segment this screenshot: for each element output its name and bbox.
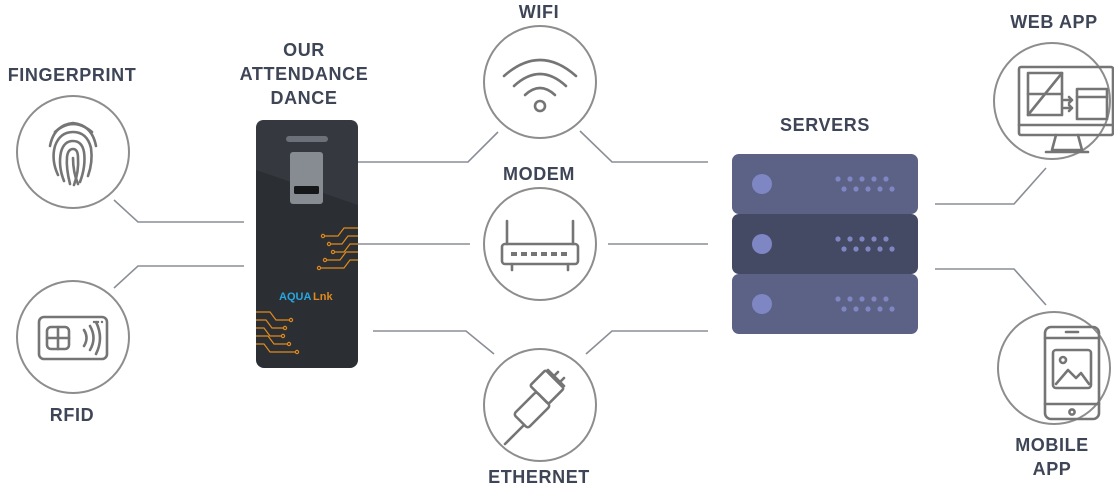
server-led-dot — [853, 246, 859, 252]
server-led-dot — [871, 176, 877, 182]
server-unit-middle — [732, 214, 918, 274]
server-led-dot — [883, 176, 889, 182]
rfid-card-icon — [37, 315, 109, 361]
mobile-phone-icon — [1043, 325, 1101, 421]
device-circuit-traces-right — [316, 227, 358, 271]
server-led-dot — [835, 296, 841, 302]
mobileapp-label-line2: APP — [1033, 459, 1072, 479]
fingerprint-node: FINGERPRINT — [8, 65, 137, 209]
server-led-dot — [853, 306, 859, 312]
device-circuit-traces-left — [256, 311, 300, 355]
ethernet-cable-icon — [503, 368, 566, 446]
servers-label: SERVERS — [780, 115, 870, 135]
fingerprint-label: FINGERPRINT — [8, 65, 137, 85]
server-led-dot — [883, 236, 889, 242]
server-led-dot — [889, 186, 895, 192]
router-icon — [500, 219, 580, 272]
server-led-dot — [841, 186, 847, 192]
server-led-dot — [871, 296, 877, 302]
webapp-label: WEB APP — [1010, 12, 1098, 32]
wifi-circle — [483, 25, 597, 139]
wifi-node: WIFI — [483, 2, 597, 139]
server-led-dot — [877, 306, 883, 312]
device-label-line1: OUR — [283, 40, 325, 60]
server-led-dot — [835, 236, 841, 242]
server-indicator-leds — [835, 176, 895, 312]
connector-device-wifi — [342, 131, 499, 163]
server-led-dot — [847, 236, 853, 242]
connector-servers-mobileapp — [935, 268, 1047, 306]
rfid-node: RFID — [16, 280, 130, 425]
router-lights — [511, 252, 567, 256]
server-led-dot — [889, 306, 895, 312]
device-fingerprint-sensor — [290, 152, 323, 204]
device-label-line3: DANCE — [270, 88, 337, 108]
server-led-dot — [877, 246, 883, 252]
connector-rfid-device — [113, 265, 244, 289]
server-led-dot — [883, 296, 889, 302]
rfid-circle — [16, 280, 130, 394]
wifi-icon — [502, 58, 578, 113]
webapp-circle — [993, 42, 1111, 160]
attendance-device-node: OUR ATTENDANCE DANCE AQUA Lnk — [240, 40, 369, 368]
device-status-light — [286, 136, 328, 142]
server-led-dot — [847, 176, 853, 182]
modem-label: MODEM — [503, 164, 575, 184]
server-led-dot — [889, 246, 895, 252]
attendance-device: AQUA Lnk — [256, 120, 358, 368]
connector-ethernet-servers — [585, 330, 708, 355]
modem-node: MODEM — [483, 164, 597, 301]
connector-lines — [113, 130, 1047, 355]
server-led-dot — [859, 176, 865, 182]
rfid-label: RFID — [50, 405, 94, 425]
server-unit-bottom — [732, 274, 918, 334]
server-led-dot — [865, 306, 871, 312]
server-led-dot — [871, 236, 877, 242]
server-led-dot — [847, 296, 853, 302]
server-led-dot — [841, 306, 847, 312]
rfid-card-dots — [92, 320, 104, 324]
server-led-dot — [853, 186, 859, 192]
ethernet-label: ETHERNET — [488, 467, 590, 487]
mobileapp-node: MOBILE APP — [997, 311, 1111, 479]
connector-device-ethernet — [373, 330, 495, 355]
wifi-label: WIFI — [519, 2, 559, 22]
server-led-dot — [859, 236, 865, 242]
desktop-monitor-icon — [1017, 65, 1114, 154]
device-brand-link: Lnk — [313, 291, 333, 303]
mobileapp-label-line1: MOBILE — [1015, 435, 1089, 455]
server-led-dot — [865, 186, 871, 192]
server-stack — [732, 154, 918, 334]
servers-node: SERVERS — [732, 115, 918, 334]
device-label-line2: ATTENDANCE — [240, 64, 369, 84]
fingerprint-icon — [48, 121, 98, 187]
ethernet-circle — [483, 348, 597, 462]
connector-fingerprint-device — [113, 199, 244, 223]
server-led-dot — [835, 176, 841, 182]
ethernet-node: ETHERNET — [483, 348, 597, 487]
webapp-node: WEB APP — [993, 12, 1114, 160]
connector-servers-webapp — [935, 167, 1047, 205]
server-led-dot — [865, 246, 871, 252]
device-brand-aqua: AQUA — [279, 291, 311, 303]
fingerprint-circle — [16, 95, 130, 209]
connector-wifi-servers — [579, 130, 708, 163]
server-unit-top — [732, 154, 918, 214]
server-led-dot — [841, 246, 847, 252]
server-led-dot — [859, 296, 865, 302]
server-led-dot — [877, 186, 883, 192]
